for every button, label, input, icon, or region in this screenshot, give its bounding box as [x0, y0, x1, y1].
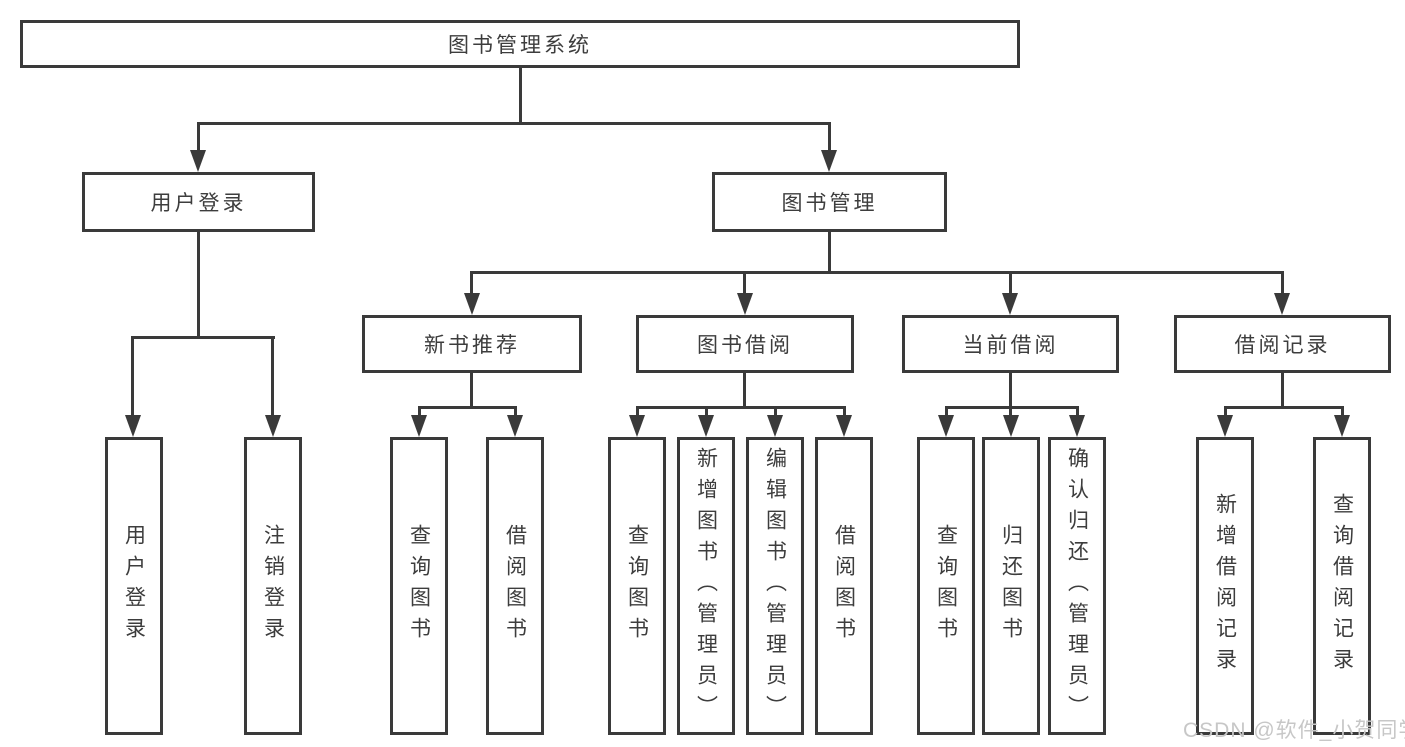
connector-leaf-login-stem: [131, 336, 134, 417]
arrow-to-nbr-query: [411, 415, 427, 437]
arrow-to-new-book-rec: [464, 293, 480, 315]
connector-nbr-stem: [470, 271, 473, 295]
connector-user-login-bus: [131, 336, 275, 339]
connector-book-mgmt-stem: [828, 122, 831, 152]
connector-bb-leaf4-stem: [843, 406, 846, 417]
watermark: CSDN @软件_小贺同学: [1183, 719, 1405, 742]
connector-leaf-logout-stem: [271, 336, 274, 417]
connector-cb-leaf1-stem: [945, 406, 948, 417]
node-book-management: 图书管理: [712, 172, 947, 232]
arrow-to-bb-query: [629, 415, 645, 437]
arrow-to-current-borrowing: [1002, 293, 1018, 315]
arrow-to-cb-return: [1003, 415, 1019, 437]
connector-cb-stem: [1009, 271, 1012, 295]
connector-bb-leaf2-stem: [705, 406, 708, 417]
node-new-book-recommendation: 新书推荐: [362, 315, 582, 373]
connector-book-mgmt-feed: [828, 232, 831, 273]
connector-bb-leaf3-stem: [774, 406, 777, 417]
connector-nbr-leaf2-stem: [514, 406, 517, 417]
arrow-to-user-login: [190, 150, 206, 172]
arrow-to-bb-borrow: [836, 415, 852, 437]
connector-bb-leaf1-stem: [636, 406, 639, 417]
node-user-login: 用户登录: [82, 172, 315, 232]
node-borrowing-records: 借阅记录: [1174, 315, 1391, 373]
arrow-to-cb-confirm: [1069, 415, 1085, 437]
connector-br-leaf1-stem: [1224, 406, 1227, 417]
connector-nbr-leaf1-stem: [418, 406, 421, 417]
leaf-nbr-borrow-books: 借阅图书: [486, 437, 544, 735]
arrow-to-br-query: [1334, 415, 1350, 437]
arrow-to-br-add: [1217, 415, 1233, 437]
node-book-borrowing: 图书借阅: [636, 315, 854, 373]
connector-br-feed: [1281, 373, 1284, 408]
connector-cb-feed: [1009, 373, 1012, 408]
leaf-logout: 注销登录: [244, 437, 302, 735]
connector-bb-feed: [743, 373, 746, 408]
connector-br-bus: [1224, 406, 1344, 409]
node-current-borrowing: 当前借阅: [902, 315, 1119, 373]
leaf-cb-confirm-return-admin: 确认归还（管理员）: [1048, 437, 1106, 735]
arrow-to-leaf-logout: [265, 415, 281, 437]
arrow-to-nbr-borrow: [507, 415, 523, 437]
arrow-to-bb-edit: [767, 415, 783, 437]
connector-br-leaf2-stem: [1341, 406, 1344, 417]
connector-level3-bus: [470, 271, 1283, 274]
leaf-cb-query-books: 查询图书: [917, 437, 975, 735]
connector-cb-leaf2-stem: [1009, 406, 1012, 417]
connector-bb-stem: [743, 271, 746, 295]
node-library-management-system: 图书管理系统: [20, 20, 1020, 68]
leaf-cb-return-books: 归还图书: [982, 437, 1040, 735]
leaf-br-query-record: 查询借阅记录: [1313, 437, 1371, 735]
arrow-to-bb-add: [698, 415, 714, 437]
leaf-user-login: 用户登录: [105, 437, 163, 735]
arrow-to-borrowing-records: [1274, 293, 1290, 315]
connector-nbr-bus: [418, 406, 517, 409]
arrow-to-leaf-login: [125, 415, 141, 437]
arrow-to-book-mgmt: [821, 150, 837, 172]
connector-nbr-feed: [470, 373, 473, 408]
leaf-bb-query-books: 查询图书: [608, 437, 666, 735]
leaf-bb-add-books-admin: 新增图书（管理员）: [677, 437, 735, 735]
arrow-to-book-borrowing: [737, 293, 753, 315]
arrow-to-cb-query: [938, 415, 954, 437]
leaf-bb-borrow-books: 借阅图书: [815, 437, 873, 735]
leaf-bb-edit-books-admin: 编辑图书（管理员）: [746, 437, 804, 735]
connector-br-stem: [1281, 271, 1284, 295]
leaf-nbr-query-books: 查询图书: [390, 437, 448, 735]
connector-user-login-stem: [197, 122, 200, 152]
connector-root-bus: [197, 122, 831, 125]
connector-cb-bus: [945, 406, 1079, 409]
connector-root-stem: [519, 68, 522, 124]
connector-cb-leaf3-stem: [1076, 406, 1079, 417]
leaf-br-add-record: 新增借阅记录: [1196, 437, 1254, 735]
connector-bb-bus: [636, 406, 846, 409]
connector-user-login-feed: [197, 232, 200, 338]
